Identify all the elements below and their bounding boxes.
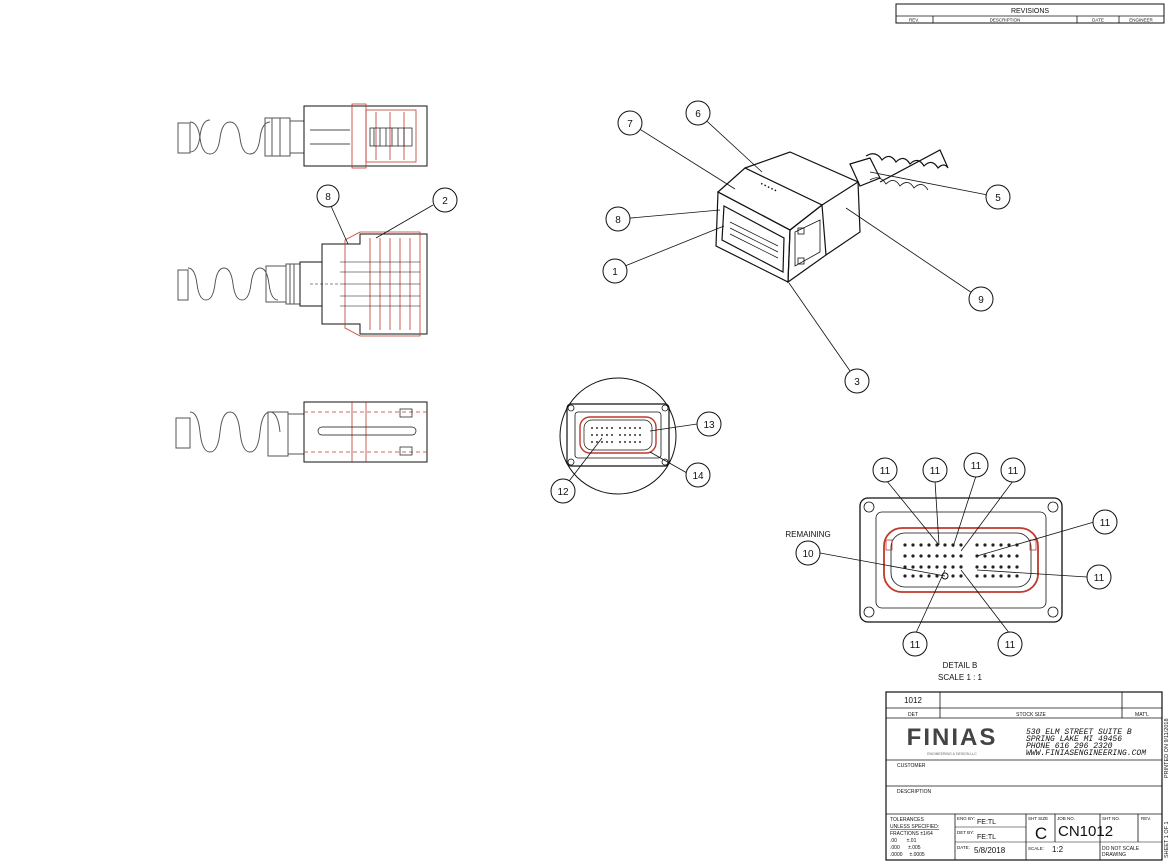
balloon-5 bbox=[985, 184, 1011, 210]
balloon-7-label: 7 bbox=[627, 119, 633, 130]
balloon-11-e-label: 11 bbox=[1100, 518, 1111, 529]
tolerances-line-2: UNLESS SPECIFIED: bbox=[890, 824, 939, 830]
do-not-scale-1: DO NOT SCALE bbox=[1102, 846, 1140, 852]
eng-by-value: FE:TL bbox=[977, 819, 996, 826]
balloon-7 bbox=[617, 110, 643, 136]
det-label: DET bbox=[908, 712, 918, 718]
tolerances-line-3: FRACTIONS ±1/64 bbox=[890, 831, 933, 837]
tolerances-line-5: .000 ±.005 bbox=[890, 845, 921, 851]
matl-label: MAT'L bbox=[1135, 712, 1149, 718]
printed-on: PRINTED ON 9/11/2018 bbox=[1164, 718, 1170, 778]
balloon-8-side bbox=[316, 184, 340, 208]
balloon-8-iso bbox=[605, 206, 631, 232]
revisions-table: REVISIONS REV. DESCRIPTION DATE ENGINEER bbox=[895, 3, 1165, 24]
balloon-11-g-label: 11 bbox=[910, 640, 921, 651]
view-top bbox=[177, 103, 428, 169]
balloon-14-label: 14 bbox=[692, 471, 704, 482]
sht-size-value: C bbox=[1035, 824, 1047, 843]
balloon-6-label: 6 bbox=[695, 109, 701, 120]
balloon-11-c bbox=[963, 452, 989, 478]
sheet-count: SHEET 1 OF 1 bbox=[1164, 821, 1170, 858]
balloon-13-label: 13 bbox=[703, 420, 715, 431]
company-tagline: ENGINEERING & DESIGN LLC bbox=[927, 752, 977, 756]
balloon-11-c-label: 11 bbox=[971, 461, 982, 472]
title-block: 1012 DET STOCK SIZE MAT'L FINIAS ENGINEE… bbox=[885, 691, 1170, 861]
detail-title: DETAIL B bbox=[943, 661, 978, 670]
rev-header-date: DATE bbox=[1092, 18, 1104, 23]
balloon-11-b-label: 11 bbox=[930, 466, 941, 477]
balloon-1 bbox=[602, 258, 628, 284]
balloon-2-label: 2 bbox=[442, 196, 448, 207]
balloon-12 bbox=[550, 478, 576, 504]
balloon-1-label: 1 bbox=[612, 267, 618, 278]
address-line-3: PHONE 616 296 2320 bbox=[1026, 742, 1113, 751]
rev-header-description: DESCRIPTION bbox=[990, 18, 1021, 23]
balloon-11-d-label: 11 bbox=[1008, 466, 1019, 477]
balloon-11-g bbox=[902, 631, 928, 657]
balloon-6 bbox=[685, 100, 711, 126]
balloon-11-a-label: 11 bbox=[880, 466, 891, 477]
rev-label: REV. bbox=[1141, 816, 1151, 821]
sht-size-label: SHT SIZE bbox=[1028, 816, 1048, 821]
balloon-14 bbox=[685, 462, 711, 488]
balloon-11-h-label: 11 bbox=[1005, 640, 1016, 651]
tolerances-line-6: .0000 ±.0005 bbox=[890, 852, 925, 858]
det-by-label: DET BY: bbox=[957, 830, 974, 835]
balloon-11-d bbox=[1000, 457, 1026, 483]
description-label: DESCRIPTION bbox=[897, 789, 932, 795]
balloon-11-b bbox=[922, 457, 948, 483]
view-face: 13 14 12 bbox=[550, 377, 722, 504]
view-middle: 8 2 bbox=[177, 184, 458, 337]
sht-no-label: SHT NO. bbox=[1102, 816, 1120, 821]
customer-label: CUSTOMER bbox=[897, 763, 926, 769]
tolerances-line-1: TOLERANCES bbox=[890, 817, 924, 823]
balloon-9-label: 9 bbox=[978, 295, 984, 306]
address-line-4: WWW.FINIASENGINEERING.COM bbox=[1026, 749, 1146, 758]
remaining-label: REMAINING bbox=[785, 530, 830, 539]
balloon-10 bbox=[795, 540, 821, 566]
balloon-9 bbox=[968, 286, 994, 312]
address-line-1: 530 ELM STREET SUITE B bbox=[1026, 728, 1132, 737]
eng-by-label: ENG BY: bbox=[957, 816, 975, 821]
balloon-5-label: 5 bbox=[995, 193, 1001, 204]
scale-label: SCALE: bbox=[1028, 846, 1044, 851]
do-not-scale-2: DRAWING bbox=[1102, 852, 1126, 858]
det-by-value: FE:TL bbox=[977, 834, 996, 841]
balloon-13 bbox=[696, 411, 722, 437]
scale-value: 1:2 bbox=[1052, 845, 1064, 854]
revisions-title: REVISIONS bbox=[1011, 8, 1049, 15]
job-no-label: JOB NO. bbox=[1057, 816, 1075, 821]
balloon-12-label: 12 bbox=[557, 487, 569, 498]
detail-scale: SCALE 1 : 1 bbox=[938, 673, 983, 682]
address-line-2: SPRING LAKE MI 49456 bbox=[1026, 735, 1122, 744]
balloon-8-side-label: 8 bbox=[325, 192, 331, 203]
date-value: 5/8/2018 bbox=[974, 846, 1006, 855]
balloon-2 bbox=[432, 187, 458, 213]
balloon-11-h bbox=[997, 631, 1023, 657]
balloon-8-iso-label: 8 bbox=[615, 215, 621, 226]
det-value: 1012 bbox=[904, 696, 922, 705]
view-bottom bbox=[175, 401, 428, 463]
balloon-11-f bbox=[1086, 564, 1112, 590]
stock-size-label: STOCK SIZE bbox=[1016, 712, 1046, 718]
detail-b: 11 11 11 11 11 10 11 11 11 REMAINING DET… bbox=[785, 452, 1118, 682]
tolerances-line-4: .00 ±.01 bbox=[890, 838, 917, 844]
balloon-11-f-label: 11 bbox=[1094, 573, 1105, 584]
view-isometric: ▪ ▪ ▪ ▪ ▪ 7 6 8 1 5 9 3 bbox=[602, 100, 1011, 394]
job-no-value: CN1012 bbox=[1058, 823, 1113, 840]
rev-header-engineer: ENGINEER bbox=[1129, 18, 1153, 23]
iso-marking: ▪ ▪ ▪ ▪ ▪ bbox=[759, 181, 777, 194]
balloon-3 bbox=[844, 368, 870, 394]
rev-header-rev: REV. bbox=[909, 18, 919, 23]
balloon-11-a bbox=[872, 457, 898, 483]
balloon-10-label: 10 bbox=[802, 549, 814, 560]
balloon-11-e bbox=[1092, 509, 1118, 535]
company-logo: FINIAS bbox=[907, 724, 998, 751]
balloon-3-label: 3 bbox=[854, 377, 860, 388]
date-label: DATE: bbox=[957, 845, 970, 850]
